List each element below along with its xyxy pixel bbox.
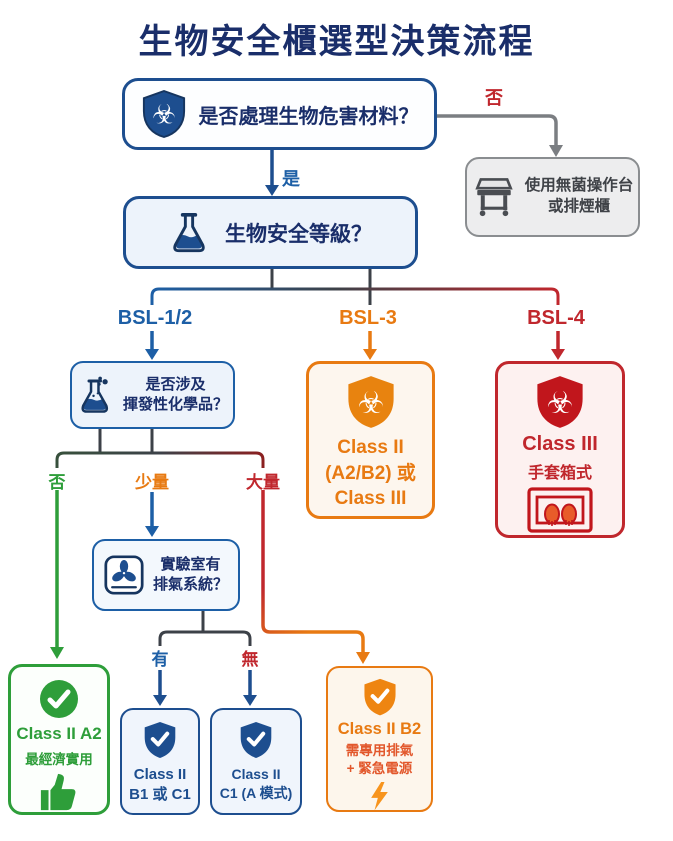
svg-text:☣: ☣ xyxy=(357,387,384,420)
thumbs-up-icon xyxy=(40,773,76,811)
result-line2: B1 或 C1 xyxy=(129,786,191,804)
node-result-class2-b1c1: Class II B1 或 C1 xyxy=(120,708,200,815)
node-question-bsl-level: 生物安全等級？ xyxy=(123,196,418,269)
flowchart-title: 生物安全櫃選型決策流程 xyxy=(138,23,535,61)
question-label: 生物安全等級？ xyxy=(225,222,372,246)
question-line1: 實驗室有 xyxy=(160,555,221,573)
edge-no-volatile-line xyxy=(50,490,64,659)
node-alt-clean-bench: 使用無菌操作台 或排煙櫃 xyxy=(465,157,640,237)
flask-icon xyxy=(173,212,205,252)
result-line1: Class II xyxy=(337,437,404,458)
node-result-class2-b2: Class II B2 需專用排氣 + 緊急電源 xyxy=(326,666,433,812)
node-result-class2-c1a: Class II C1 (A 模式) xyxy=(210,708,302,815)
node-question-exhaust-system: 實驗室有 排氣系統？ xyxy=(92,539,240,611)
alt-line1: 使用無菌操作台 xyxy=(524,177,634,195)
edge-no-exhaust-arrow xyxy=(243,670,257,706)
edge-large-amount-elbow xyxy=(261,490,370,664)
result-line1: 需專用排氣 xyxy=(345,743,414,759)
edge-label-no-exhaust: 無 xyxy=(241,650,259,669)
edge-label-small-amount: 少量 xyxy=(135,473,169,492)
result-title: Class II A2 xyxy=(16,724,102,743)
clean-bench-icon xyxy=(475,178,513,217)
edge-no-top xyxy=(437,114,563,157)
lightning-bolt-icon xyxy=(371,781,388,810)
result-line2: + 緊急電源 xyxy=(346,761,413,777)
edge-label-large-amount: 大量 xyxy=(246,473,280,492)
edge-volatile-bus xyxy=(55,429,265,468)
result-line2: C1 (A 模式) xyxy=(219,784,293,801)
result-line3: Class III xyxy=(334,488,407,510)
edge-bsl4-arrow xyxy=(551,331,565,360)
exhaust-fan-icon xyxy=(104,555,144,595)
result-subtitle: 手套箱式 xyxy=(527,465,592,482)
shield-biohazard-icon: ☣ xyxy=(347,376,394,428)
result-line1: Class II xyxy=(133,766,187,783)
shield-check-icon xyxy=(144,722,176,758)
question-line1: 是否涉及 xyxy=(145,375,206,393)
edge-exhaust-bus xyxy=(158,611,252,646)
svg-text:☣: ☣ xyxy=(546,387,573,420)
result-line2: (A2/B2) 或 xyxy=(325,462,416,484)
question-line2: 排氣系統？ xyxy=(152,576,228,593)
flask-bubbles-icon xyxy=(81,376,109,413)
node-result-bsl3: ☣ Class II (A2/B2) 或 Class III xyxy=(306,361,435,519)
alt-line2: 或排煙櫃 xyxy=(547,198,610,215)
glove-box-icon xyxy=(527,487,593,533)
edge-has-exhaust-arrow xyxy=(153,670,167,706)
shield-biohazard-icon: ☣ xyxy=(142,89,185,138)
node-result-bsl4: ☣ Class III 手套箱式 xyxy=(495,361,625,538)
node-result-class2-a2: Class II A2 最經濟實用 xyxy=(8,664,110,815)
shield-check-icon xyxy=(363,678,396,716)
edge-label-has-exhaust: 有 xyxy=(151,650,169,669)
edge-label-yes: 是 xyxy=(282,169,300,189)
shield-biohazard-icon: ☣ xyxy=(537,376,583,428)
result-subtitle: 最經濟實用 xyxy=(25,752,93,767)
edge-bsl-bus xyxy=(150,269,560,305)
node-question-biohazard-material: ☣ 是否處理生物危害材料？ xyxy=(122,78,437,150)
edge-label-no-volatile: 否 xyxy=(48,473,66,492)
edge-bsl3-arrow xyxy=(363,331,377,360)
edge-label-bsl4: BSL-4 xyxy=(527,307,585,329)
edge-label-bsl3: BSL-3 xyxy=(339,307,397,329)
check-circle-icon xyxy=(40,680,78,718)
question-label: 是否處理生物危害材料？ xyxy=(198,105,419,128)
result-line1: Class II xyxy=(231,766,281,782)
svg-text:☣: ☣ xyxy=(151,100,175,130)
edge-small-amount-arrow xyxy=(145,492,159,537)
edge-bsl12-arrow xyxy=(145,331,159,360)
question-line2: 揮發性化學品？ xyxy=(122,396,228,413)
result-title: Class III xyxy=(522,433,598,455)
result-title: Class II B2 xyxy=(337,720,422,739)
shield-check-icon xyxy=(240,722,272,758)
edge-yes xyxy=(265,150,279,196)
edge-label-bsl12: BSL-1/2 xyxy=(117,307,193,329)
node-question-volatile-chemicals: 是否涉及 揮發性化學品？ xyxy=(70,361,235,429)
edge-label-no-top: 否 xyxy=(485,88,503,108)
